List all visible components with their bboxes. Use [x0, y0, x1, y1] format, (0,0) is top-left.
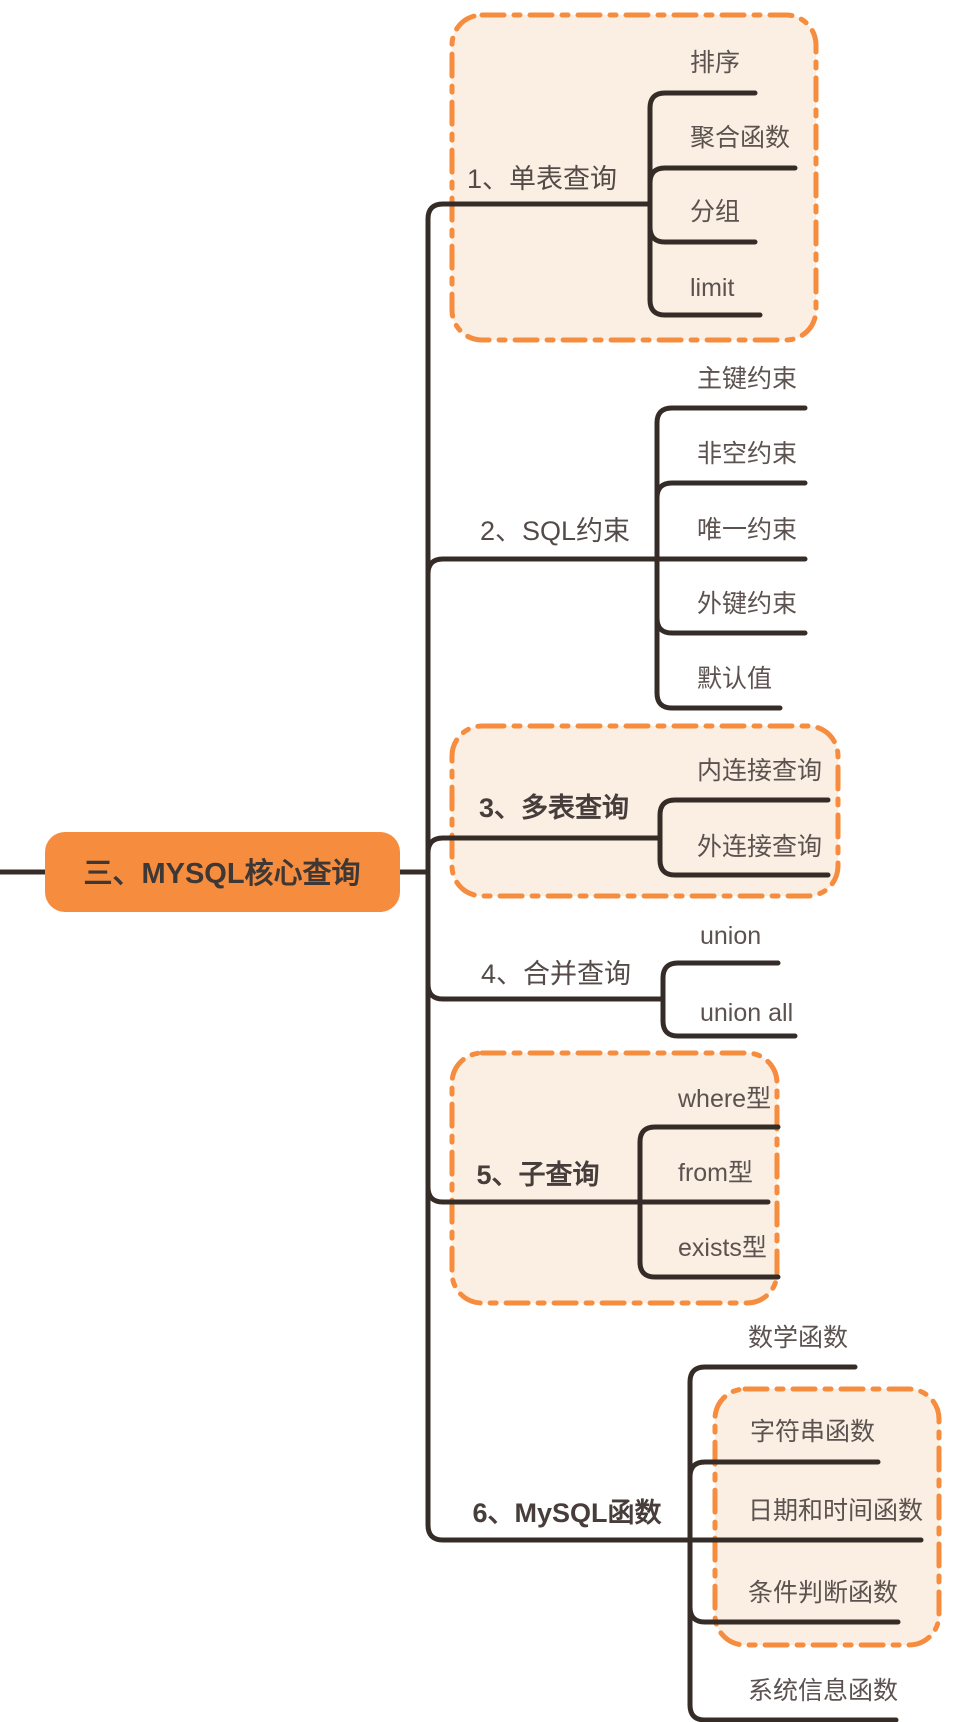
connector-child-system-info-function — [687, 1537, 899, 1722]
subtopic-foreign-key-constraint[interactable]: 外键约束 — [697, 590, 797, 618]
root-topic[interactable]: 三、MYSQL核心查询 — [45, 832, 400, 912]
subtopic-datetime-function[interactable]: 日期和时间函数 — [748, 1497, 923, 1525]
branch-topic-single-table-query[interactable]: 1、单表查询 — [467, 164, 617, 194]
subtopic-conditional-function[interactable]: 条件判断函数 — [748, 1579, 898, 1607]
branch-topic-multi-table-query[interactable]: 3、多表查询 — [479, 793, 629, 823]
subtopic-union[interactable]: union — [700, 922, 761, 950]
connector-child-inner-join — [657, 797, 831, 841]
subtopic-exists-type[interactable]: exists型 — [678, 1234, 767, 1262]
boundary-box-multi-table-query — [449, 723, 841, 899]
subtopic-sort[interactable]: 排序 — [690, 49, 740, 77]
subtopic-system-info-function[interactable]: 系统信息函数 — [748, 1677, 898, 1705]
connector-child-union — [660, 960, 781, 1002]
subtopic-primary-key-constraint[interactable]: 主键约束 — [697, 365, 797, 393]
subtopic-outer-join-query[interactable]: 外连接查询 — [697, 833, 822, 861]
connector-child-not-null — [654, 480, 808, 562]
connector-child-aggregate-function — [647, 165, 798, 207]
branch-topic-mysql-function[interactable]: 6、MySQL函数 — [472, 1498, 662, 1528]
subtopic-inner-join-query[interactable]: 内连接查询 — [697, 757, 822, 785]
subtopic-group[interactable]: 分组 — [690, 198, 740, 226]
subtopic-where-type[interactable]: where型 — [677, 1085, 771, 1113]
connector-branch-6 — [425, 869, 693, 1543]
connector-child-where-type — [637, 1124, 781, 1205]
connector-child-union-all — [660, 996, 798, 1039]
subtopic-not-null-constraint[interactable]: 非空约束 — [697, 440, 797, 468]
root-topic-shape[interactable] — [45, 832, 400, 912]
boundary-box-subquery — [449, 1050, 780, 1306]
connector-child-math-function — [687, 1364, 858, 1543]
connector-branch-2 — [425, 556, 660, 875]
branch-topic-sql-constraint[interactable]: 2、SQL约束 — [480, 516, 630, 546]
subtopic-union-all[interactable]: union all — [700, 999, 793, 1027]
connector-child-string-function — [687, 1459, 881, 1543]
subtopic-default-value[interactable]: 默认值 — [697, 665, 772, 693]
subtopic-from-type[interactable]: from型 — [678, 1159, 753, 1187]
branch-topic-merge-query[interactable]: 4、合并查询 — [481, 959, 631, 989]
boundary-box-mysql-function-group — [712, 1386, 942, 1648]
connector-branch-1 — [425, 201, 653, 875]
subtopic-math-function[interactable]: 数学函数 — [748, 1324, 848, 1352]
connector-child-exists-type — [637, 1199, 781, 1280]
connector-child-outer-join — [657, 835, 831, 878]
branch-topic-subquery[interactable]: 5、子查询 — [476, 1160, 599, 1190]
connector-child-default-value — [654, 556, 783, 711]
subtopic-unique-constraint[interactable]: 唯一约束 — [697, 516, 797, 544]
subtopic-string-function[interactable]: 字符串函数 — [750, 1418, 875, 1446]
boundary-box-single-table-query — [449, 12, 819, 343]
connector-branch-3 — [425, 835, 663, 875]
subtopic-limit[interactable]: limit — [690, 274, 734, 302]
connector-child-sort — [647, 90, 758, 207]
connector-child-limit — [647, 201, 763, 318]
subtopic-aggregate-function[interactable]: 聚合函数 — [690, 124, 790, 152]
root-topic-label[interactable]: 三、MYSQL核心查询 — [83, 857, 360, 890]
connector-child-primary-key — [654, 405, 808, 562]
